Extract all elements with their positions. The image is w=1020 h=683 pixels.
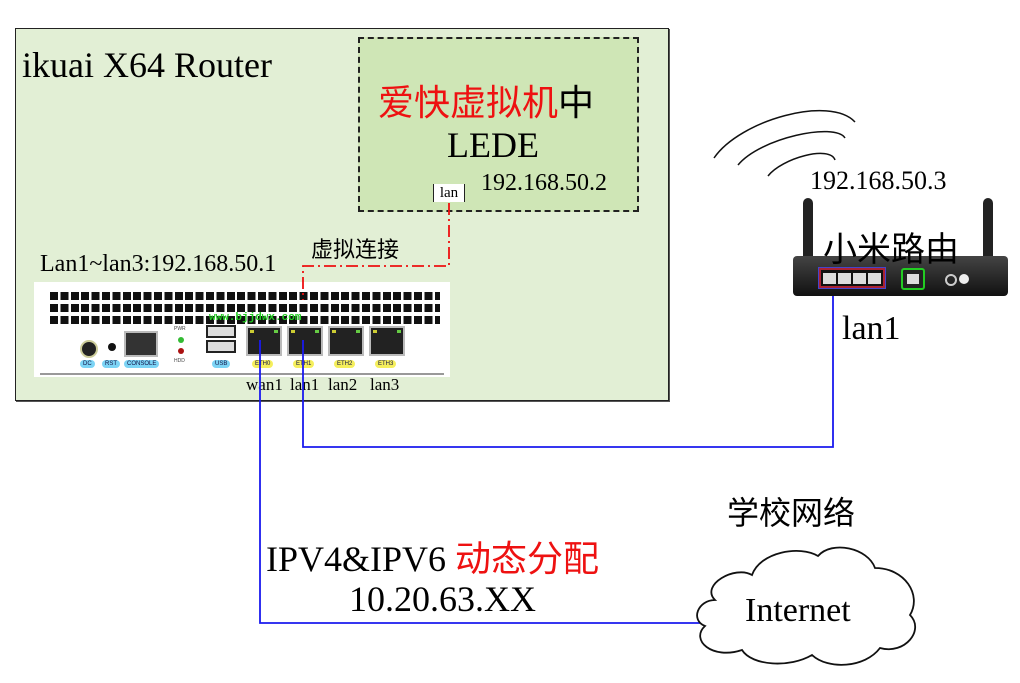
vm-title-red: 爱快虚拟机 xyxy=(378,83,559,123)
wan-mode-dynamic: 动态分配 xyxy=(455,539,600,579)
xiaomi-name: 小米路由 xyxy=(823,232,959,269)
usb-port-icon xyxy=(206,340,236,353)
lan-ports-group xyxy=(818,267,886,289)
ikuai-router-title: ikuai X64 Router xyxy=(22,45,272,85)
panel-label-eth2: ETH2 xyxy=(334,360,356,368)
wan-ip: 10.20.63.XX xyxy=(349,579,536,619)
wan-port-icon xyxy=(901,268,925,290)
virtual-link-line xyxy=(302,203,450,300)
power-jack-icon xyxy=(945,274,957,286)
reset-button-icon xyxy=(108,343,116,351)
port-label-lan1: lan1 xyxy=(290,375,320,394)
led-label-pwr: PWR xyxy=(174,326,186,332)
eth1-port-icon xyxy=(287,326,323,356)
led-label-hdd: HDD xyxy=(174,358,185,364)
eth3-port-icon xyxy=(369,326,405,356)
panel-label-eth0: ETH0 xyxy=(252,360,274,368)
lan-cable-line xyxy=(302,296,834,448)
internet-cloud-icon xyxy=(696,546,917,666)
usb-port-icon xyxy=(206,325,236,338)
xiaomi-router-image xyxy=(793,198,1008,298)
hdd-led-icon xyxy=(178,348,184,354)
wan-mode-label: IPV4&IPV6 动态分配 xyxy=(266,530,599,582)
school-network-label: 学校网络 xyxy=(727,495,856,531)
internet-label: Internet xyxy=(745,592,851,629)
console-port-icon xyxy=(124,331,158,357)
vm-title-suffix: 中 xyxy=(558,83,595,123)
vm-title: 爱快虚拟机中 xyxy=(378,74,594,126)
pwr-led-icon xyxy=(178,337,184,343)
xiaomi-ip: 192.168.50.3 xyxy=(810,166,947,195)
panel-label-usb: USB xyxy=(212,360,231,368)
wifi-arc-inner xyxy=(767,152,836,177)
xiaomi-port-label: lan1 xyxy=(842,310,901,347)
eth2-port-icon xyxy=(328,326,364,356)
power-jack-icon xyxy=(959,274,969,284)
router-lan-port-icon xyxy=(838,273,851,284)
dc-jack-icon xyxy=(80,340,98,358)
antenna-right-icon xyxy=(983,198,993,273)
antenna-left-icon xyxy=(803,198,813,273)
port-label-wan1: wan1 xyxy=(246,375,283,394)
wifi-arc-outer xyxy=(713,109,856,159)
vm-lan-port-tag: lan xyxy=(433,184,465,202)
router-lan-port-icon xyxy=(868,273,881,284)
lede-vm-container xyxy=(358,37,639,212)
panel-label-rst: RST xyxy=(102,360,120,368)
vm-ip: 192.168.50.2 xyxy=(481,170,607,196)
port-label-lan2: lan2 xyxy=(328,375,358,394)
panel-label-eth3: ETH3 xyxy=(375,360,397,368)
panel-base-line xyxy=(40,373,444,375)
vent-row xyxy=(50,292,440,300)
vent-row xyxy=(50,316,440,324)
wan-mode-prefix: IPV4&IPV6 xyxy=(266,539,456,579)
panel-label-console: CONSOLE xyxy=(124,360,160,368)
virtual-link-label: 虚拟连接 xyxy=(311,237,400,262)
panel-label-dc: DC xyxy=(80,360,95,368)
lan-range-label: Lan1~lan3:192.168.50.1 xyxy=(40,251,277,277)
router-lan-port-icon xyxy=(823,273,836,284)
ikuai-hardware-panel: www.bjjdwx.com PWR HDD DC RST CONSOLE US… xyxy=(34,282,450,377)
port-label-lan3: lan3 xyxy=(370,375,400,394)
eth0-port-icon xyxy=(246,326,282,356)
panel-watermark: www.bjjdwx.com xyxy=(209,312,302,324)
vm-name: LEDE xyxy=(447,125,539,165)
wan-cable-line xyxy=(259,340,700,624)
wifi-arc-middle xyxy=(737,130,846,166)
vent-row xyxy=(50,304,440,312)
wifi-signal-icon xyxy=(713,109,856,177)
router-lan-port-icon xyxy=(853,273,866,284)
